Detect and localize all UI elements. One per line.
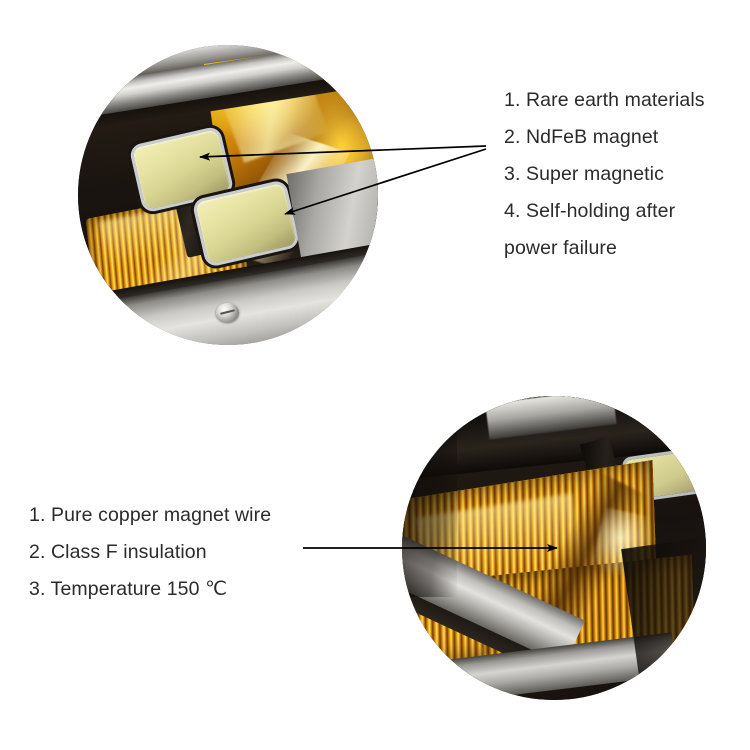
coil-feature-list: 1. Pure copper magnet wire 2. Class F in… [29,497,271,608]
magnet-feature-line-5: power failure [504,237,617,259]
coil-photo-content [402,396,706,700]
magnet-feature-list: 1. Rare earth materials 2. NdFeB magnet … [504,82,705,267]
magnet-feature-line-2: 2. NdFeB magnet [504,126,659,148]
magnet-feature-line-4: 4. Self-holding after [504,200,676,222]
coil-closeup-photo [402,396,706,700]
coil-feature-line-1: 1. Pure copper magnet wire [29,504,272,526]
magnet-photo-content [78,45,378,345]
screw-head [216,303,239,322]
left-vignette [402,396,457,597]
magnet-feature-line-3: 3. Super magnetic [504,163,664,185]
coil-feature-line-2: 2. Class F insulation [29,541,207,563]
magnet-closeup-photo [78,45,378,345]
coil-feature-line-3: 3. Temperature 150 ℃ [29,578,228,600]
magnet-feature-line-1: 1. Rare earth materials [504,89,705,111]
